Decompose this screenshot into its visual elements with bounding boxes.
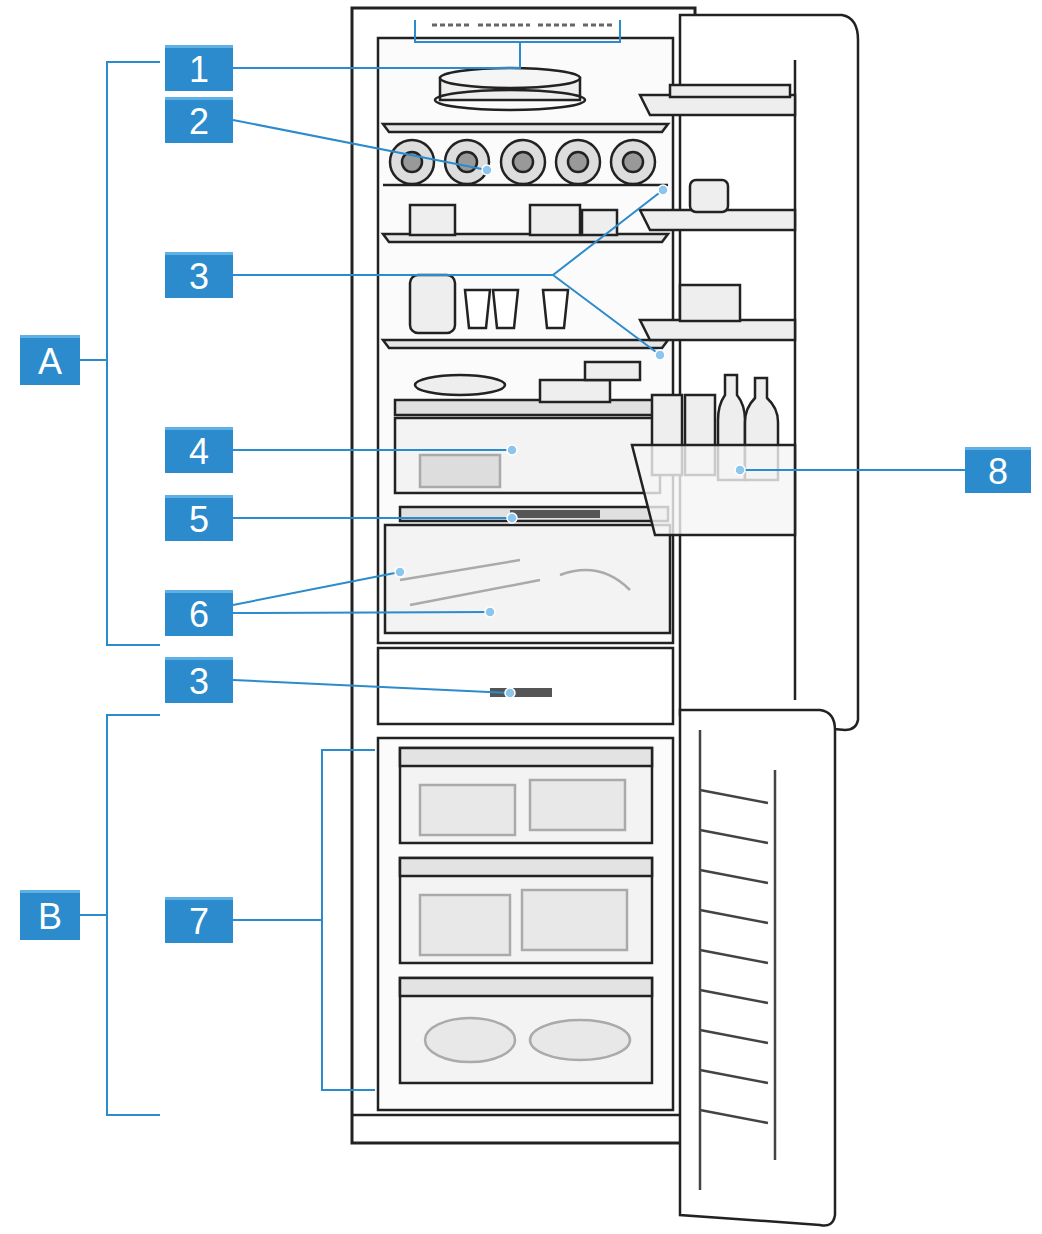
freezer-drawer	[400, 978, 652, 1083]
callout-number: B	[20, 890, 80, 940]
frozen-food	[420, 895, 510, 955]
frozen-food	[420, 785, 515, 835]
leader-line	[233, 572, 490, 613]
bowl	[540, 380, 610, 402]
freezer-drawer	[400, 748, 652, 843]
freezer-drawer	[400, 858, 652, 963]
bowl	[585, 362, 640, 380]
bracket-7	[233, 750, 375, 1090]
callout-number: 1	[165, 45, 233, 91]
door-seal	[794, 60, 797, 700]
freezer-door-seal	[700, 730, 775, 1190]
callout-number: 5	[165, 495, 233, 541]
glass-shelf	[383, 340, 668, 348]
leader-dot	[507, 513, 517, 523]
callout-number: 2	[165, 97, 233, 143]
fridge-cavity	[378, 38, 673, 643]
leader-dot	[658, 185, 668, 195]
bracket-a	[80, 62, 160, 645]
fridge-body	[352, 8, 695, 1143]
crisper-drawer	[385, 525, 670, 633]
drawer-handle	[400, 858, 652, 876]
door-ridges	[700, 790, 768, 1123]
door-shelf	[640, 320, 795, 340]
cake-plate	[435, 90, 585, 110]
vegetables	[400, 560, 630, 605]
jar	[410, 275, 455, 333]
frozen-meat	[425, 1018, 515, 1062]
leader-dot	[482, 165, 492, 175]
chill-compartment	[378, 648, 673, 724]
leader-dot	[507, 445, 517, 455]
leader-dot	[395, 567, 405, 577]
cup	[493, 290, 518, 328]
drawer-4	[395, 418, 660, 493]
leader-line	[233, 120, 487, 170]
leader-line	[233, 42, 520, 68]
leader-line	[233, 449, 512, 451]
bottle-neck	[457, 152, 477, 172]
display-bracket	[415, 20, 620, 42]
freezer-door	[680, 710, 835, 1226]
freezer-cavity	[378, 738, 673, 1110]
plinth	[352, 1114, 695, 1117]
callout-number: 7	[165, 897, 233, 943]
leader-lines	[80, 42, 965, 1115]
drawer-cover	[395, 400, 655, 415]
bottle-neck	[513, 152, 533, 172]
fridge-door	[680, 15, 858, 730]
leader-dot	[505, 688, 515, 698]
display-marks	[432, 24, 612, 27]
leader-line	[740, 469, 965, 471]
door-bin	[632, 445, 795, 535]
wine-bottle	[611, 140, 655, 184]
cup	[543, 290, 568, 328]
callout-number: 6	[165, 590, 233, 636]
bracket-b	[80, 715, 160, 1115]
plate	[415, 375, 505, 395]
wine-bottle	[556, 140, 600, 184]
leader-dots	[395, 165, 745, 698]
wine-bottle	[445, 140, 489, 184]
callout-number: 8	[965, 447, 1031, 493]
callout-number: A	[20, 335, 80, 385]
pizza-box	[522, 890, 627, 950]
cake-top	[440, 68, 580, 88]
leader-line	[233, 190, 663, 355]
butter-box	[582, 210, 617, 235]
fridge-body-group	[352, 8, 858, 1226]
cup	[465, 290, 490, 328]
wine-bottle	[501, 140, 545, 184]
leader-line	[233, 517, 512, 519]
drawer-handle	[400, 978, 652, 996]
control-panel	[510, 510, 600, 518]
bottle-neck	[568, 152, 588, 172]
callout-number: 4	[165, 427, 233, 473]
bottle-neck	[623, 152, 643, 172]
leader-dot	[655, 350, 665, 360]
wine-bottle	[390, 140, 434, 184]
door-jar	[690, 180, 728, 212]
frozen-food	[530, 780, 625, 830]
butter-box	[530, 205, 580, 235]
wine-rack	[383, 184, 668, 187]
leader-dot	[485, 607, 495, 617]
leader-dot	[735, 465, 745, 475]
glass-shelf	[383, 124, 668, 132]
food-pack	[410, 205, 455, 235]
leader-line	[233, 680, 510, 693]
door-butter	[670, 85, 790, 97]
drawer-handle	[400, 748, 652, 766]
callout-number: 3	[165, 252, 233, 298]
door-cans	[680, 285, 740, 321]
drawer-food	[420, 455, 500, 487]
callout-number: 3	[165, 657, 233, 703]
frozen-fish	[530, 1020, 630, 1060]
